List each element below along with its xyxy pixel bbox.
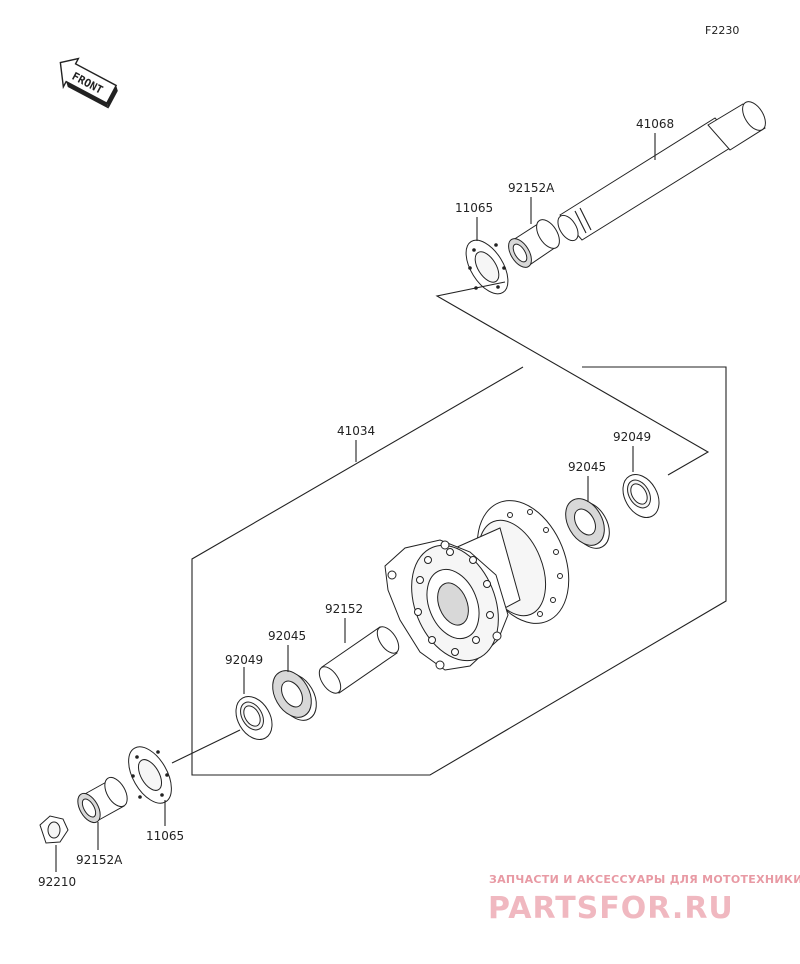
label-seal-right[interactable]: 92049 (613, 430, 651, 444)
figure-code: F2230 (705, 24, 739, 37)
cover-bottom-11065[interactable] (120, 740, 180, 811)
bearing-right-92045[interactable] (558, 492, 617, 555)
label-spacer[interactable]: 92152 (325, 602, 363, 616)
axle-path-line (171, 729, 241, 764)
bearing-left-92045[interactable] (265, 664, 324, 727)
label-cover-bottom[interactable]: 11065 (146, 829, 184, 843)
label-nut[interactable]: 92210 (38, 875, 76, 889)
front-direction-arrow-icon: FRONT (59, 57, 118, 109)
label-hub[interactable]: 41034 (337, 424, 375, 438)
nut-92210[interactable] (39, 815, 69, 844)
axle-41068[interactable] (554, 98, 770, 244)
spacer-92152[interactable] (315, 623, 403, 697)
label-bearing-right[interactable]: 92045 (568, 460, 606, 474)
hub-41034[interactable] (384, 487, 586, 674)
collar-bottom-92152A[interactable] (73, 774, 132, 827)
seal-left-92049[interactable] (229, 690, 280, 746)
label-axle[interactable]: 41068 (636, 117, 674, 131)
seal-right-92049[interactable] (616, 468, 667, 524)
cover-top-11065[interactable] (458, 233, 517, 301)
axle-guide-line (435, 281, 710, 476)
collar-top-92152A[interactable] (504, 216, 564, 272)
label-collar-bottom[interactable]: 92152A (76, 853, 123, 867)
label-cover-top[interactable]: 11065 (455, 201, 493, 215)
hub-assembly-frame (191, 366, 727, 776)
label-collar-top[interactable]: 92152A (508, 181, 555, 195)
label-bearing-left[interactable]: 92045 (268, 629, 306, 643)
watermark-subtitle: ЗАПЧАСТИ И АКСЕССУАРЫ ДЛЯ МОТОТЕХНИКИ (489, 873, 800, 886)
watermark-brand: PARTSFOR.RU (488, 891, 734, 926)
label-seal-left[interactable]: 92049 (225, 653, 263, 667)
